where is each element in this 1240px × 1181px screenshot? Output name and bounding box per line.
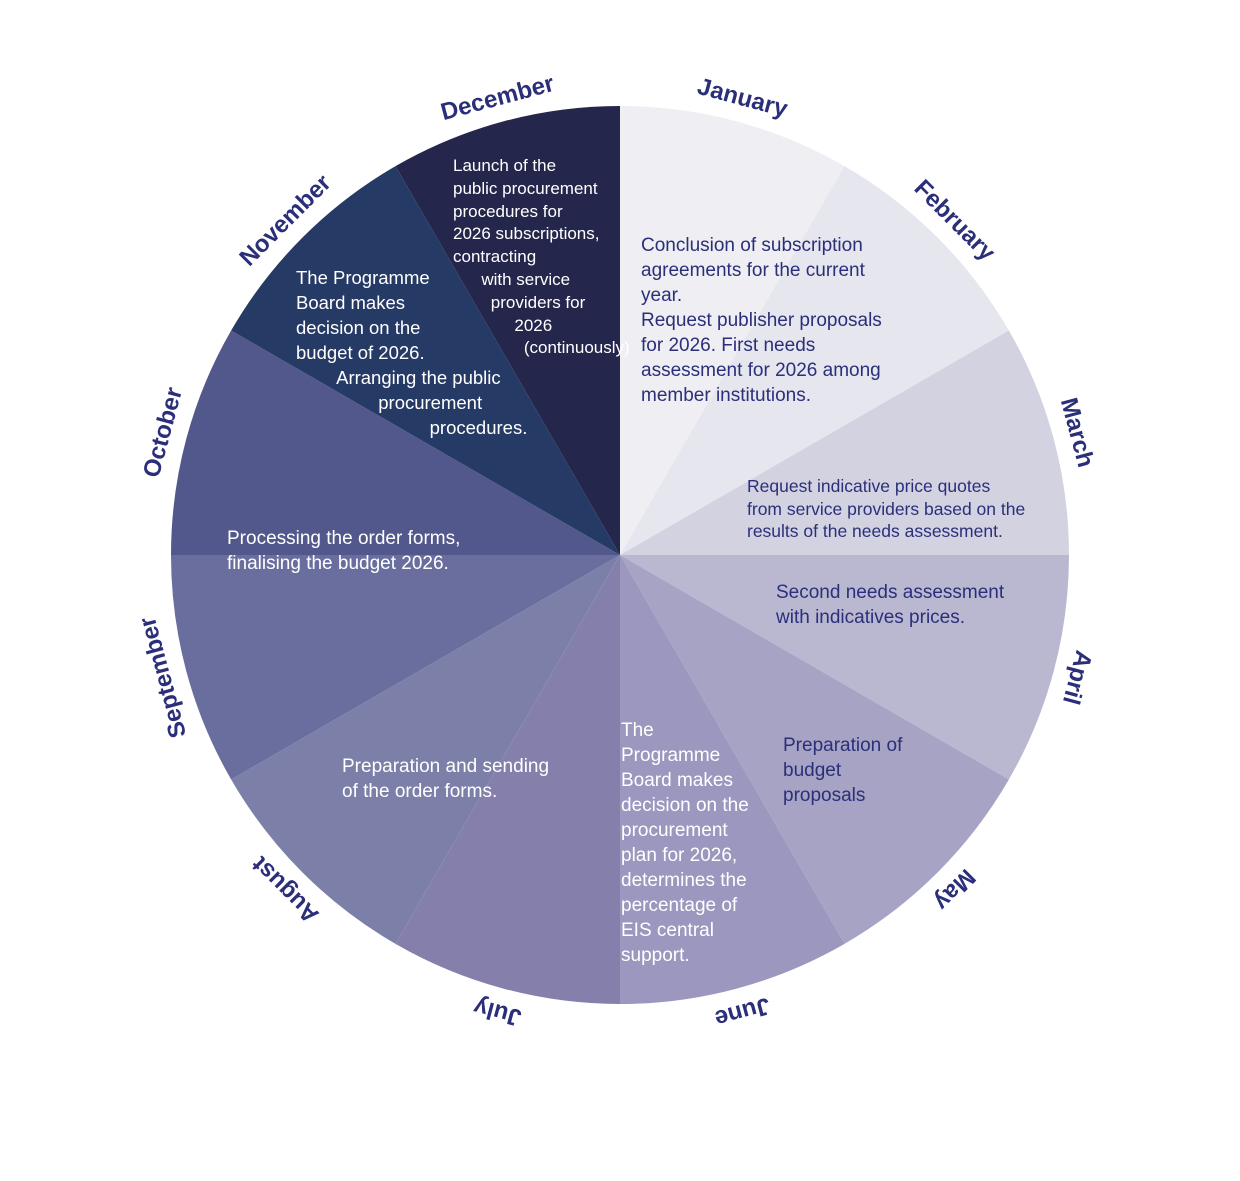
sector-december <box>395 105 620 555</box>
note-january: Conclusion of subscription agreements fo… <box>641 235 882 406</box>
sector-january <box>620 105 845 555</box>
note-november: The Programme Board makes decision on th… <box>296 267 528 438</box>
sector-june <box>620 555 845 1004</box>
note-may: Preparation of budget proposals <box>783 735 903 806</box>
note-october: Processing the order forms, finalising t… <box>227 528 461 574</box>
month-label-march: March <box>1055 395 1099 470</box>
month-sectors <box>171 105 1069 1004</box>
month-label-july: July <box>470 993 524 1032</box>
sector-november <box>231 166 620 555</box>
sector-september <box>171 555 620 780</box>
sector-october <box>171 330 620 555</box>
sector-august <box>231 555 620 944</box>
sector-may <box>620 555 1009 944</box>
note-june: The Programme Board makes decision on th… <box>621 720 749 966</box>
note-december: Launch of the public procurement procedu… <box>453 156 630 358</box>
month-label-april: April <box>1057 648 1097 708</box>
sector-february <box>620 166 1009 555</box>
month-label-june: June <box>712 992 773 1033</box>
sector-july <box>395 555 620 1004</box>
sector-march <box>620 330 1069 555</box>
note-august: Preparation and sending of the order for… <box>342 756 550 802</box>
note-march: Request indicative price quotes from ser… <box>747 476 1026 541</box>
note-april: Second needs assessment with indicatives… <box>776 582 1005 628</box>
sector-april <box>620 555 1069 780</box>
